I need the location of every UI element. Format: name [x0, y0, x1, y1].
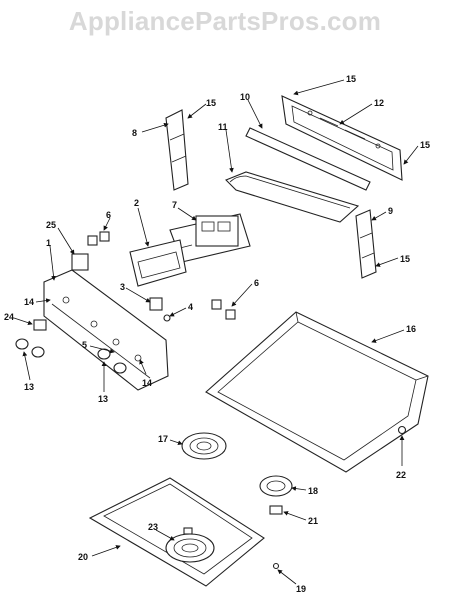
part-receptacle-21[interactable]	[269, 505, 283, 515]
part-switch-25[interactable]	[71, 253, 89, 271]
callout-23: 23	[148, 522, 158, 532]
callout-15: 15	[420, 140, 430, 150]
callout-1: 1	[46, 238, 51, 248]
callout-24: 24	[4, 312, 14, 322]
part-backguard-trim[interactable]	[225, 171, 360, 223]
part-element-23[interactable]	[165, 527, 215, 563]
callout-13: 13	[24, 382, 34, 392]
callout-6: 6	[106, 210, 111, 220]
callout-17: 17	[158, 434, 168, 444]
part-switch-3[interactable]	[149, 297, 163, 311]
callout-11: 11	[218, 122, 228, 132]
leader-lines	[13, 79, 419, 585]
callout-15: 15	[206, 98, 216, 108]
part-buttons-upper[interactable]	[87, 231, 110, 246]
callout-3: 3	[120, 282, 125, 292]
part-bottom-panel[interactable]	[88, 477, 265, 587]
part-rear-backguard[interactable]	[281, 95, 403, 181]
part-clock-control[interactable]	[169, 213, 251, 263]
callout-10: 10	[240, 92, 250, 102]
callout-22: 22	[396, 470, 406, 480]
part-screw-4[interactable]	[163, 314, 171, 322]
watermark: AppliancePartsPros.com	[68, 6, 382, 36]
callout-12: 12	[374, 98, 384, 108]
callout-25: 25	[46, 220, 56, 230]
part-main-top[interactable]	[205, 311, 429, 473]
part-vent-trim[interactable]	[245, 127, 371, 191]
callout-15: 15	[400, 254, 410, 264]
part-right-end-cap[interactable]	[355, 209, 377, 279]
callout-labels: 15 12 10 11 8 15 15 9 15 7 2 6 25 1 14 2…	[4, 74, 430, 594]
callout-20: 20	[78, 552, 88, 562]
callout-14: 14	[24, 297, 34, 307]
part-screw-19[interactable]	[272, 562, 280, 570]
part-knobs-left[interactable]	[15, 338, 45, 358]
callout-21: 21	[308, 516, 318, 526]
callout-5: 5	[82, 340, 87, 350]
part-clip-22[interactable]	[397, 425, 407, 435]
part-buttons-right[interactable]	[211, 299, 236, 320]
part-overlay-panel[interactable]	[129, 239, 187, 287]
part-control-panel[interactable]	[43, 269, 169, 391]
part-drip-bowl-17[interactable]	[181, 432, 227, 460]
callout-19: 19	[296, 584, 306, 594]
callout-16: 16	[406, 324, 416, 334]
part-bracket-24[interactable]	[33, 319, 47, 331]
callout-8: 8	[132, 128, 137, 138]
part-left-end-cap[interactable]	[165, 109, 189, 191]
part-knobs-middle[interactable]	[97, 348, 127, 374]
part-drip-bowl-18[interactable]	[259, 475, 293, 497]
callout-14: 14	[142, 378, 152, 388]
callout-2: 2	[134, 198, 139, 208]
callout-18: 18	[308, 486, 318, 496]
callout-15: 15	[346, 74, 356, 84]
callout-4: 4	[188, 302, 193, 312]
callout-6: 6	[254, 278, 259, 288]
callout-9: 9	[388, 206, 393, 216]
callout-7: 7	[172, 200, 177, 210]
callout-13: 13	[98, 394, 108, 404]
